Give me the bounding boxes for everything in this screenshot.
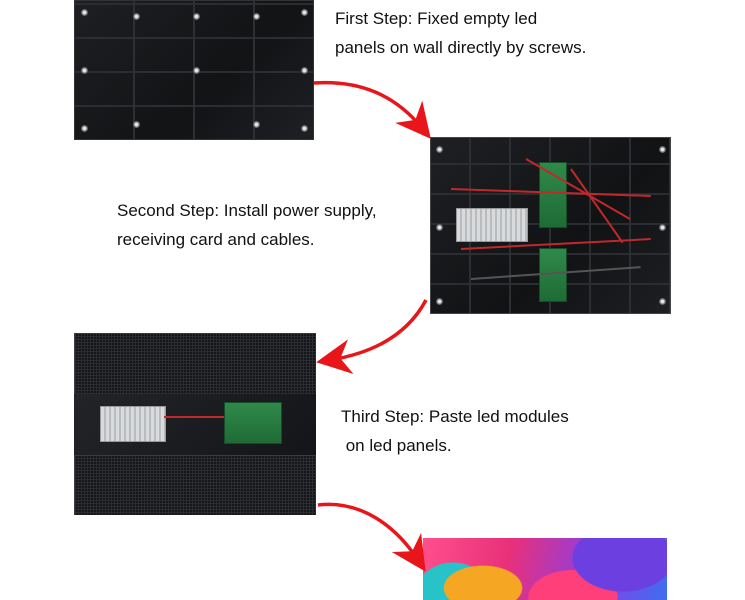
screw — [436, 298, 443, 305]
screw — [659, 146, 666, 153]
arrow-step-1-to-2 — [313, 80, 431, 139]
screw — [301, 9, 308, 16]
step-2-line-2: receiving card and cables. — [117, 230, 315, 249]
step-2-line-1: Second Step: Install power supply, — [117, 201, 377, 220]
finished-led-screen-photo — [423, 538, 667, 600]
power-supply — [100, 406, 166, 442]
empty-led-panel-photo — [74, 0, 314, 140]
cabinet-interior — [74, 394, 316, 455]
cable — [164, 416, 224, 418]
screw — [81, 9, 88, 16]
step-3-line-1: Third Step: Paste led modules — [341, 407, 569, 426]
screw — [193, 67, 200, 74]
screw — [253, 121, 260, 128]
screw — [253, 13, 260, 20]
step-1-line-2: panels on wall directly by screws. — [335, 38, 587, 57]
screw — [436, 224, 443, 231]
step-2-text: Second Step: Install power supply, recei… — [117, 196, 377, 254]
arrow-step-3-to-4 — [317, 502, 426, 572]
led-module-bottom — [74, 455, 316, 515]
receiving-card — [224, 402, 282, 444]
wired-led-panel-photo — [430, 137, 671, 314]
screw — [81, 125, 88, 132]
screw — [659, 224, 666, 231]
screw — [133, 121, 140, 128]
step-3-line-2: on led panels. — [341, 436, 452, 455]
screw — [659, 298, 666, 305]
step-1-line-1: First Step: Fixed empty led — [335, 9, 538, 28]
screw — [436, 146, 443, 153]
screw — [81, 67, 88, 74]
power-supply — [456, 208, 528, 242]
led-modules-photo — [74, 333, 316, 515]
screw — [301, 67, 308, 74]
screw — [133, 13, 140, 20]
screw — [301, 125, 308, 132]
step-3-text: Third Step: Paste led modules on led pan… — [341, 402, 569, 460]
arrow-step-2-to-3 — [316, 299, 428, 374]
screw — [193, 13, 200, 20]
step-1-text: First Step: Fixed empty led panels on wa… — [335, 4, 586, 62]
hub-board — [539, 248, 567, 302]
